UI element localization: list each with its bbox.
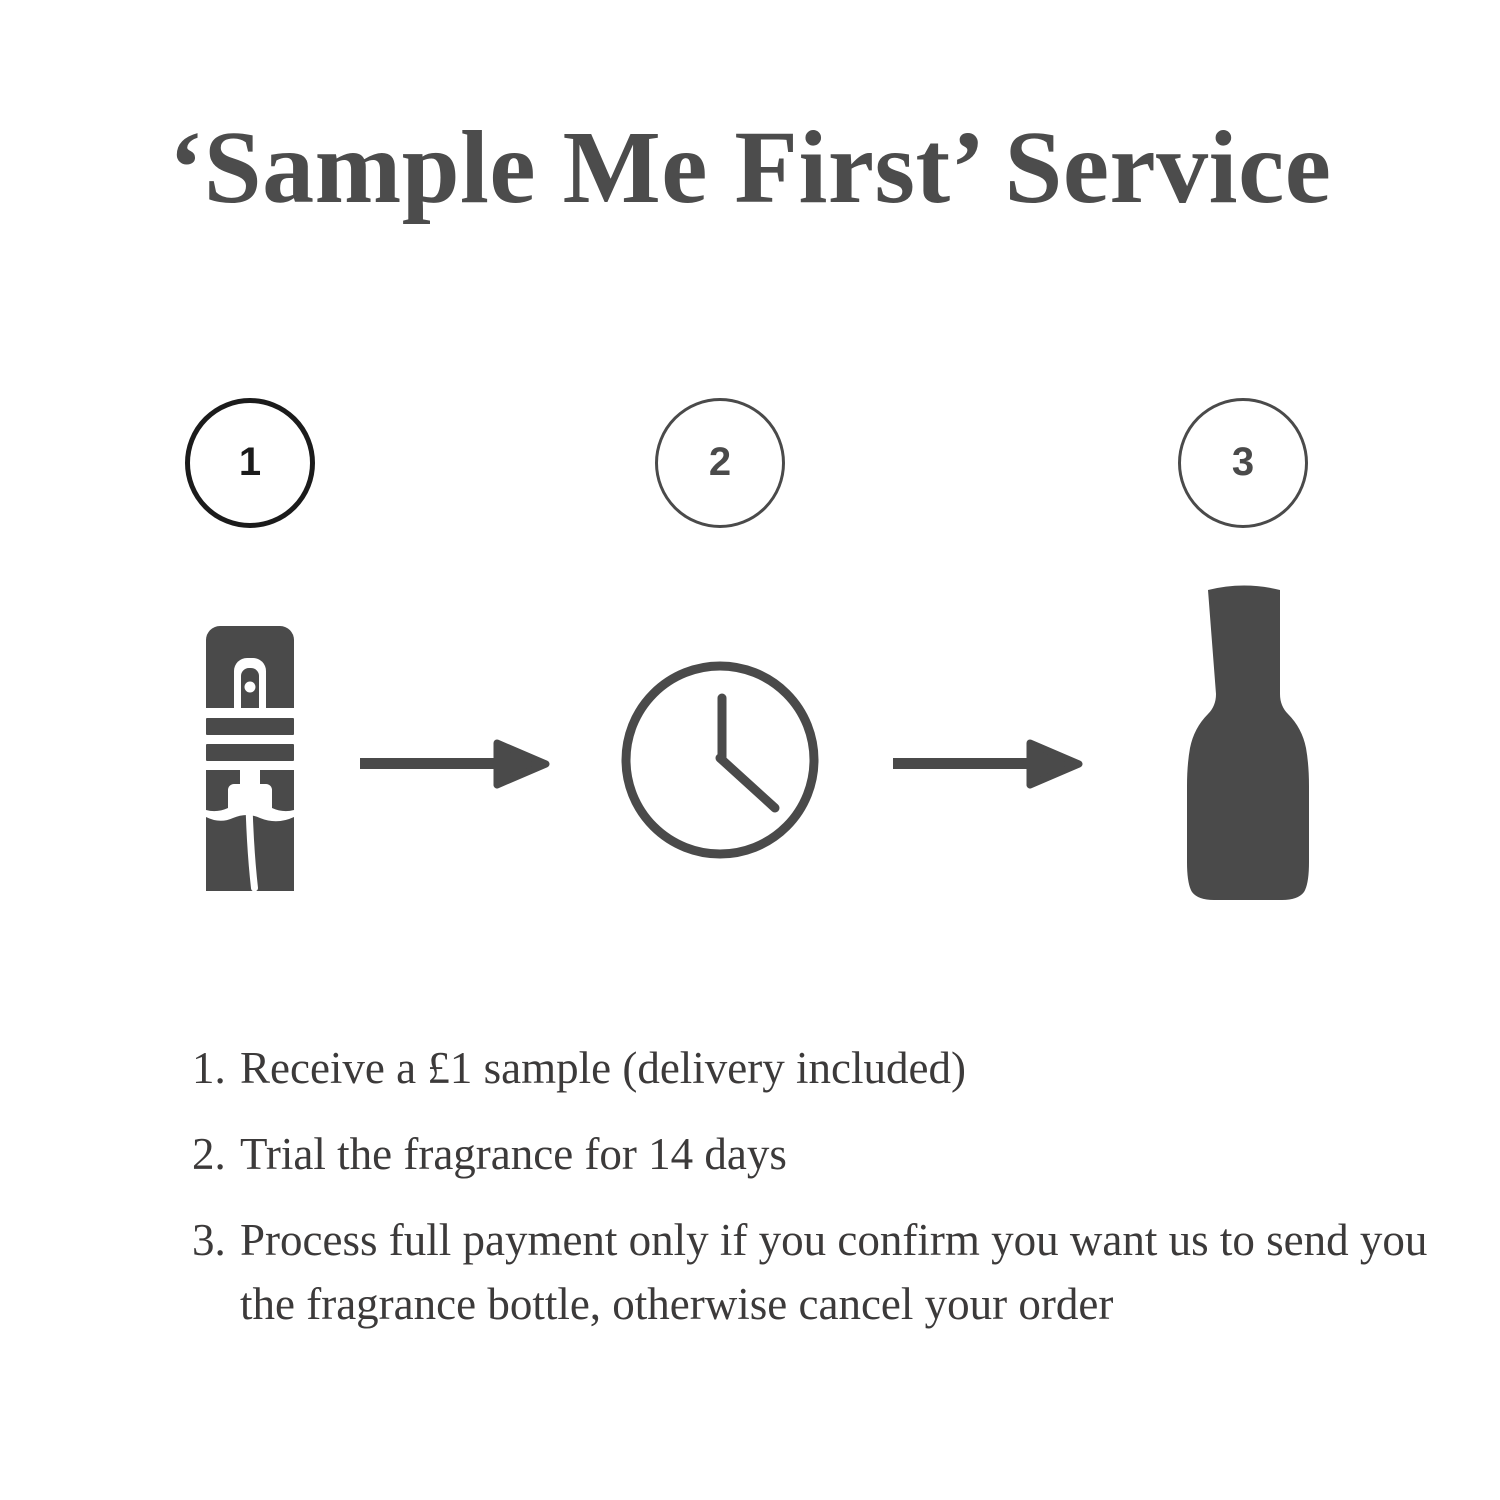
- arrow-right-icon-2: [893, 735, 1083, 793]
- step-number-3: 3: [1231, 440, 1255, 484]
- clock-icon: [615, 655, 825, 865]
- list-item: 1. Receive a £1 sample (delivery include…: [192, 1036, 1432, 1101]
- page-title: ‘Sample Me First’ Service: [168, 110, 1332, 225]
- list-item-marker: 3.: [192, 1214, 226, 1265]
- fragrance-bottle-icon: [1158, 578, 1330, 900]
- list-item: 2. Trial the fragrance for 14 days: [192, 1122, 1432, 1187]
- arrow-right-icon-1: [360, 735, 550, 793]
- step-circle-2: 2: [655, 398, 785, 528]
- list-item-marker: 1.: [192, 1043, 226, 1093]
- list-item: 3. Process full payment only if you conf…: [192, 1208, 1432, 1338]
- step-circle-1: 1: [185, 398, 315, 528]
- sample-vial-icon: [196, 608, 304, 900]
- list-item-marker: 2.: [192, 1128, 226, 1179]
- step-number-2: 2: [708, 440, 732, 484]
- step-circle-3: 3: [1178, 398, 1308, 528]
- list-item-text: Process full payment only if you confirm…: [240, 1214, 1428, 1330]
- list-item-text: Receive a £1 sample (delivery included): [240, 1043, 966, 1093]
- step-number-1: 1: [238, 440, 262, 484]
- instructions-list: 1. Receive a £1 sample (delivery include…: [192, 1036, 1432, 1337]
- list-item-text: Trial the fragrance for 14 days: [240, 1128, 787, 1179]
